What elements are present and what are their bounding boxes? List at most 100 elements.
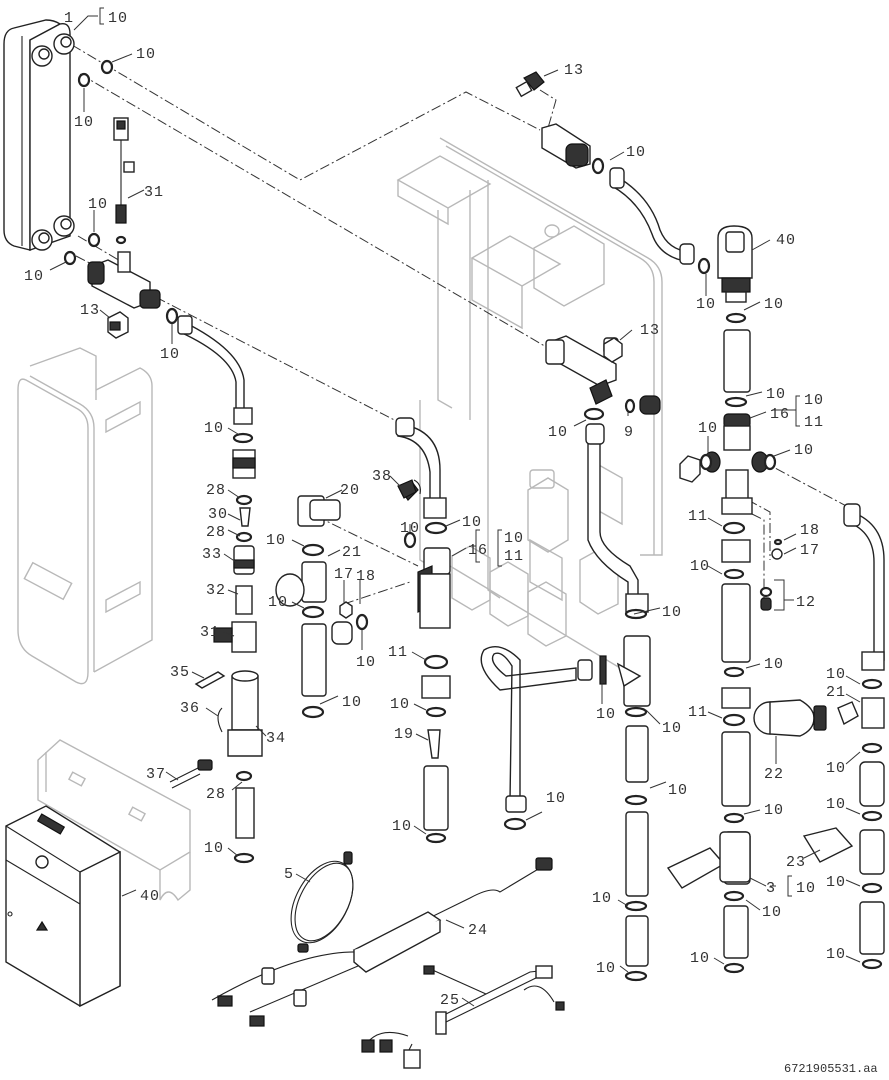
callout-16-group-10: 10	[504, 530, 524, 547]
callout-11: 11	[388, 644, 408, 661]
callout-16-group-11: 11	[504, 548, 524, 565]
callout-10: 10	[596, 706, 616, 723]
callout-10: 10	[626, 144, 646, 161]
callout-12: 12	[796, 594, 816, 611]
capillary-sensor[interactable]	[278, 851, 365, 953]
callout-27: 28	[206, 786, 226, 803]
callout-27: 28	[206, 524, 226, 541]
callout-10: 10	[88, 196, 108, 213]
callout-13: 13	[640, 322, 660, 339]
callout-10: 10	[826, 666, 846, 683]
callout-28: 30	[208, 506, 228, 523]
callout-10: 10	[826, 760, 846, 777]
callout-16: 16	[468, 542, 488, 559]
callout-10: 10	[766, 386, 786, 403]
callout-labels: 1 10 10 10 31 10 10 13 10 10 28 30 28 33…	[24, 10, 846, 1009]
callout-10: 10	[596, 960, 616, 977]
tee-fitting-left[interactable]	[87, 251, 179, 325]
callout-10: 10	[356, 654, 376, 671]
callout-10: 10	[204, 420, 224, 437]
callout-26: 31	[144, 184, 164, 201]
callout-13: 13	[80, 302, 100, 319]
callout-36: 37	[146, 766, 166, 783]
callout-10: 10	[548, 424, 568, 441]
callout-10: 10	[764, 656, 784, 673]
callout-10: 10	[762, 904, 782, 921]
tee-fitting-center[interactable]	[395, 417, 451, 844]
callout-33: 34	[266, 730, 286, 747]
callout-25: 25	[440, 992, 460, 1009]
callout-16-group-10: 10	[804, 392, 824, 409]
callout-21: 21	[342, 544, 362, 561]
callout-30: 31	[200, 624, 220, 641]
bracket-ghost	[37, 739, 191, 902]
callout-31: 32	[206, 582, 226, 599]
plate-heat-exchanger[interactable]	[3, 19, 75, 251]
callout-10: 10	[204, 840, 224, 857]
pipe-column-center-right[interactable]	[545, 335, 661, 982]
angled-connector-13-top[interactable]	[515, 71, 545, 98]
callout-10: 10	[698, 420, 718, 437]
callout-10: 10	[764, 296, 784, 313]
pipe-top-right[interactable]	[541, 123, 711, 275]
angled-connector-13-mid[interactable]	[603, 337, 623, 363]
pump-column-left[interactable]	[169, 432, 263, 864]
wiring-harness[interactable]	[361, 965, 565, 1069]
callout-24: 24	[468, 922, 488, 939]
callout-10: 10	[764, 802, 784, 819]
pipe-left[interactable]	[177, 315, 253, 425]
callout-10: 10	[826, 946, 846, 963]
u-pipe-center[interactable]	[480, 646, 607, 831]
callout-10: 10	[696, 296, 716, 313]
mounting-frame-ghost	[396, 137, 663, 681]
strainer-valve-3[interactable]	[666, 831, 751, 889]
callout-10: 10	[462, 514, 482, 531]
callout-10: 10	[668, 782, 688, 799]
callout-10: 10	[390, 696, 410, 713]
callout-10: 10	[826, 874, 846, 891]
callout-10: 10	[24, 268, 44, 285]
callout-20: 20	[340, 482, 360, 499]
callout-10: 10	[826, 796, 846, 813]
callout-10: 10	[74, 114, 94, 131]
drain-plug-parts[interactable]	[759, 538, 783, 611]
callout-27: 28	[206, 482, 226, 499]
gasket-group-top-left	[63, 59, 114, 266]
callout-10: 10	[662, 604, 682, 621]
callout-38: 40	[140, 888, 160, 905]
callout-1: 1	[64, 10, 74, 27]
mixing-valve-actuator[interactable]	[717, 225, 753, 303]
callout-11: 11	[688, 704, 708, 721]
callout-13: 13	[564, 62, 584, 79]
callout-group-brackets	[497, 529, 502, 567]
callout-17: 17	[334, 566, 354, 583]
callout-10: 10	[266, 532, 286, 549]
callout-9: 9	[624, 424, 634, 441]
power-supply-cable[interactable]	[211, 857, 553, 1027]
callout-34: 35	[170, 664, 190, 681]
callout-10: 10	[690, 950, 710, 967]
callout-16: 16	[770, 406, 790, 423]
callout-22: 22	[764, 766, 784, 783]
sensor-clip[interactable]	[397, 479, 421, 499]
angle-valve-column[interactable]	[275, 495, 369, 719]
callout-10: 10	[136, 46, 156, 63]
pipe-column-far-right[interactable]	[802, 503, 885, 970]
callout-10: 10	[794, 442, 814, 459]
control-box[interactable]	[5, 805, 121, 1008]
callout-10: 10	[662, 720, 682, 737]
temperature-sensor[interactable]	[113, 117, 135, 245]
callout-10: 10	[160, 346, 180, 363]
callout-32: 33	[202, 546, 222, 563]
callout-10: 10	[546, 790, 566, 807]
thermostatic-head[interactable]	[753, 699, 827, 737]
front-cover-ghost	[17, 347, 153, 685]
callout-18: 18	[800, 522, 820, 539]
callout-3: 3	[766, 880, 776, 897]
callout-23: 23	[786, 854, 806, 871]
document-id: 6721905531.aa	[784, 1062, 878, 1076]
callout-10: 10	[592, 890, 612, 907]
callout-16-group-11: 11	[804, 414, 824, 431]
callout-19: 19	[394, 726, 414, 743]
angled-connector-13-left[interactable]	[107, 311, 129, 339]
